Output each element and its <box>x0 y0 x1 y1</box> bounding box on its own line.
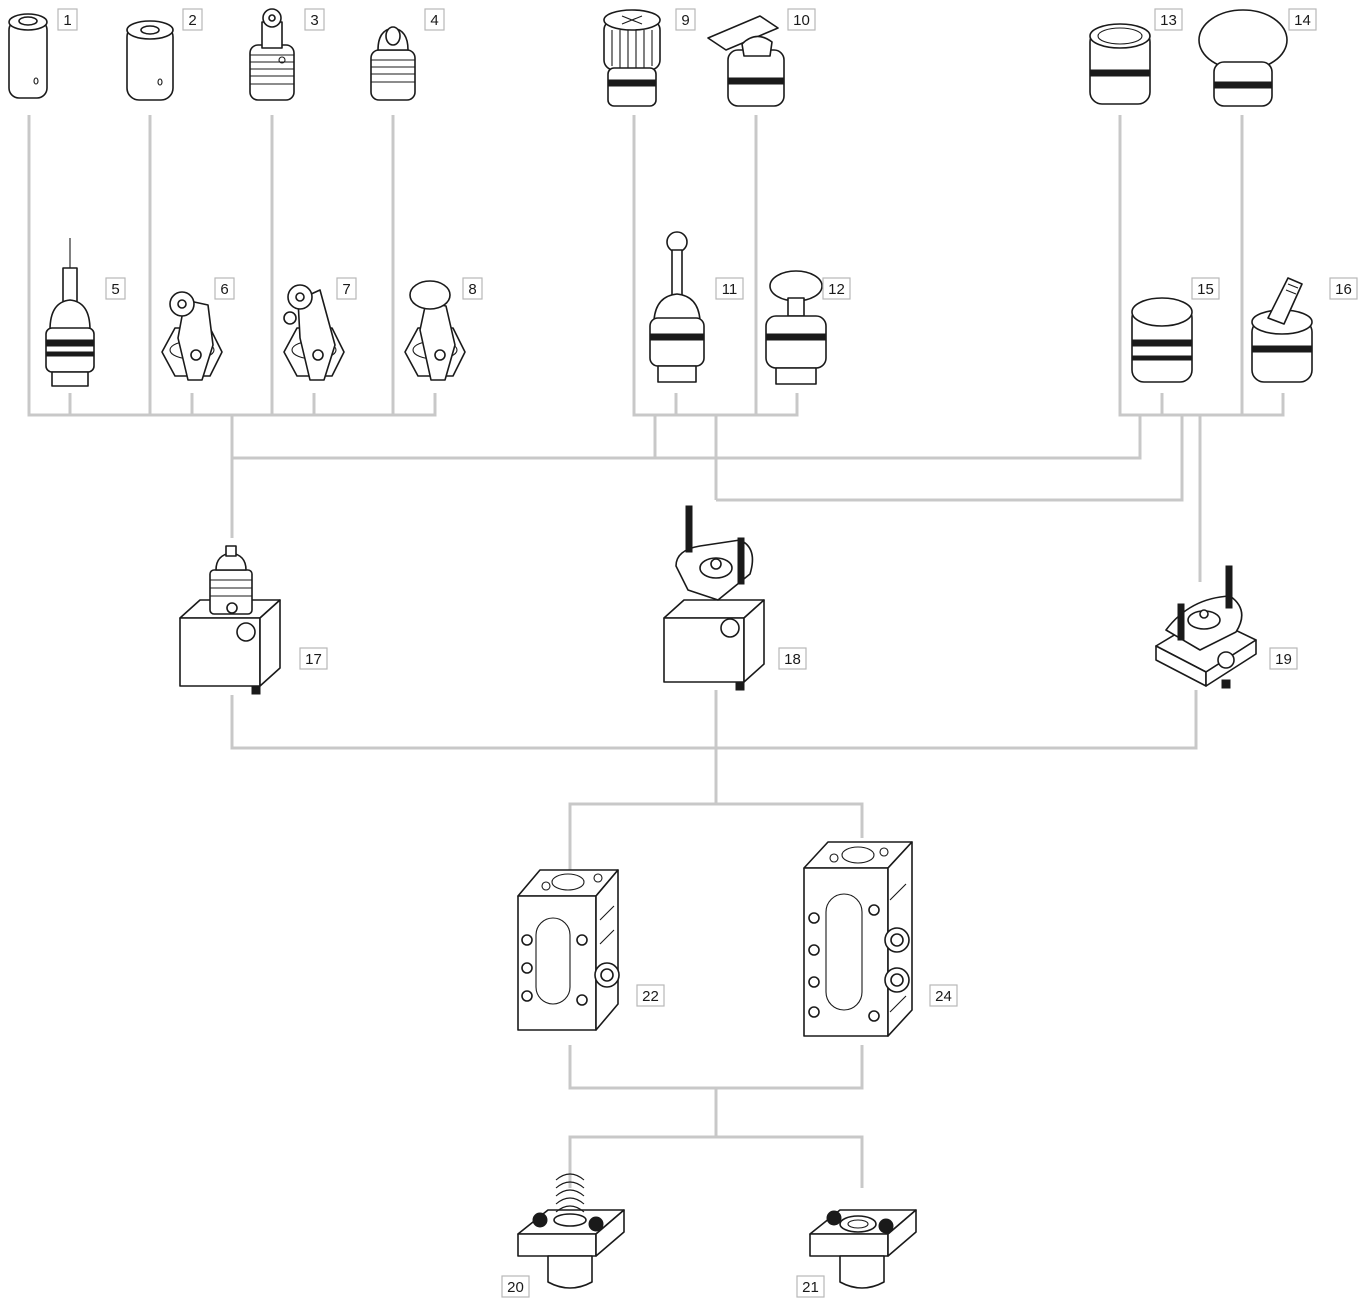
label-9: 9 <box>681 12 689 29</box>
label-15: 15 <box>1197 281 1214 298</box>
label-24: 24 <box>935 988 952 1005</box>
flush-button-icon <box>1089 23 1151 105</box>
part-11: 11 <box>649 231 744 383</box>
roller-lever-icon <box>161 291 223 381</box>
part-16: 16 <box>1251 277 1358 383</box>
part-6: 6 <box>161 277 235 381</box>
valve-flange-body-icon <box>663 505 765 691</box>
label-6: 6 <box>220 281 228 298</box>
part-5: 5 <box>45 238 126 387</box>
part-12: 12 <box>765 270 851 385</box>
label-19: 19 <box>1275 651 1292 668</box>
lever-selector-icon <box>707 15 785 107</box>
part-20: 20 <box>501 1173 625 1298</box>
label-16: 16 <box>1335 281 1352 298</box>
label-8: 8 <box>468 281 476 298</box>
selector-knob-icon <box>603 9 661 107</box>
valve-head-body-icon <box>179 545 281 695</box>
label-13: 13 <box>1160 12 1177 29</box>
label-7: 7 <box>342 281 350 298</box>
label-12: 12 <box>828 281 845 298</box>
part-21: 21 <box>796 1209 917 1298</box>
part-19: 19 <box>1155 565 1298 689</box>
label-3: 3 <box>310 12 318 29</box>
label-2: 2 <box>188 12 196 29</box>
spring-rod-actuator-icon <box>45 238 95 387</box>
label-1: 1 <box>63 12 71 29</box>
mushroom-button-icon <box>1198 9 1288 107</box>
detent-base-icon <box>809 1209 917 1289</box>
valve-body-large-icon <box>803 841 913 1037</box>
plain-plunger-icon <box>126 20 174 101</box>
label-11: 11 <box>722 281 738 298</box>
toggle-lever-icon <box>1251 277 1313 383</box>
part-10: 10 <box>707 8 816 107</box>
part-17: 17 <box>179 545 328 695</box>
extended-button-icon <box>1131 297 1193 383</box>
part-22: 22 <box>517 869 665 1031</box>
roller-plunger-icon <box>249 8 295 101</box>
plunger-cap-icon <box>8 13 48 99</box>
push-button-icon <box>765 270 827 385</box>
label-5: 5 <box>111 281 119 298</box>
part-18: 18 <box>663 505 807 691</box>
flange-adapter-icon <box>1155 565 1257 689</box>
valve-body-small-icon <box>517 869 620 1031</box>
ball-plunger-icon <box>370 26 416 101</box>
part-24: 24 <box>803 841 958 1037</box>
spring-return-base-icon <box>517 1173 625 1289</box>
roller-lever-offset-icon <box>283 284 345 381</box>
label-22: 22 <box>642 988 659 1005</box>
label-18: 18 <box>784 651 801 668</box>
joystick-icon <box>649 231 705 383</box>
connector-lines <box>27 115 1285 1188</box>
part-3: 3 <box>249 8 325 101</box>
part-4: 4 <box>370 8 445 101</box>
label-10: 10 <box>793 12 810 29</box>
part-9: 9 <box>603 8 696 107</box>
part-2: 2 <box>126 8 203 101</box>
part-7: 7 <box>283 277 357 381</box>
label-20: 20 <box>507 1279 524 1296</box>
part-14: 14 <box>1198 8 1317 107</box>
mushroom-lever-icon <box>404 280 466 381</box>
part-8: 8 <box>404 277 483 381</box>
label-14: 14 <box>1294 12 1311 29</box>
part-13: 13 <box>1089 8 1183 105</box>
part-1: 1 <box>8 8 78 99</box>
part-15: 15 <box>1131 277 1220 383</box>
label-17: 17 <box>305 651 322 668</box>
label-21: 21 <box>802 1279 819 1296</box>
label-4: 4 <box>430 12 438 29</box>
